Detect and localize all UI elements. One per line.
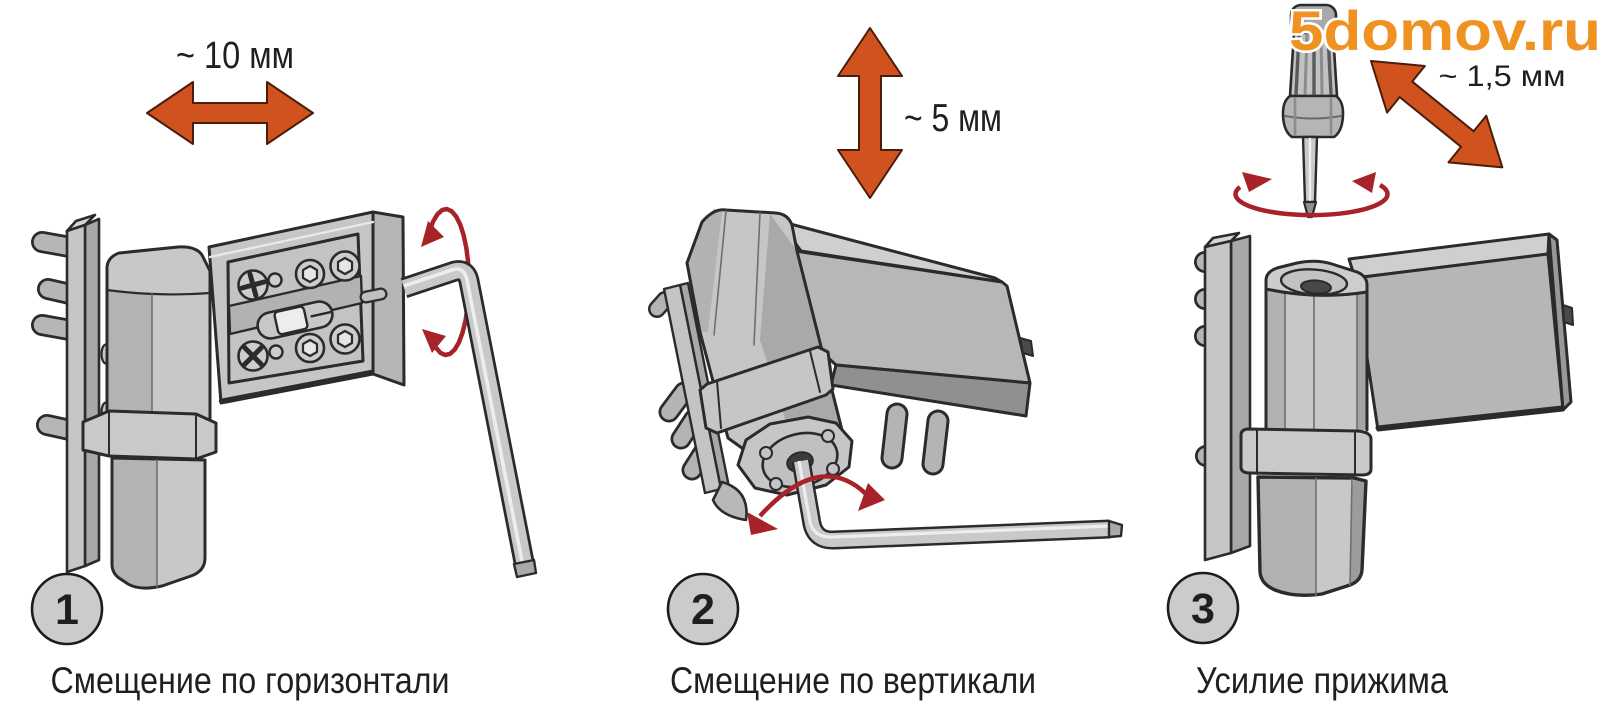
svg-text:~ 1,5 мм: ~ 1,5 мм (1439, 60, 1566, 93)
svg-text:Смещение по горизонтали: Смещение по горизонтали (51, 660, 450, 701)
svg-text:3: 3 (1191, 585, 1215, 633)
svg-text:2: 2 (691, 586, 715, 634)
svg-text:~ 10 мм: ~ 10 мм (176, 35, 294, 77)
svg-text:~ 5 мм: ~ 5 мм (904, 97, 1002, 140)
svg-text:Смещение по вертикали: Смещение по вертикали (670, 660, 1036, 701)
svg-text:Усилие прижима: Усилие прижима (1196, 660, 1448, 701)
svg-text:1: 1 (55, 586, 79, 634)
svg-text:5domov.ru: 5domov.ru (1289, 0, 1601, 62)
